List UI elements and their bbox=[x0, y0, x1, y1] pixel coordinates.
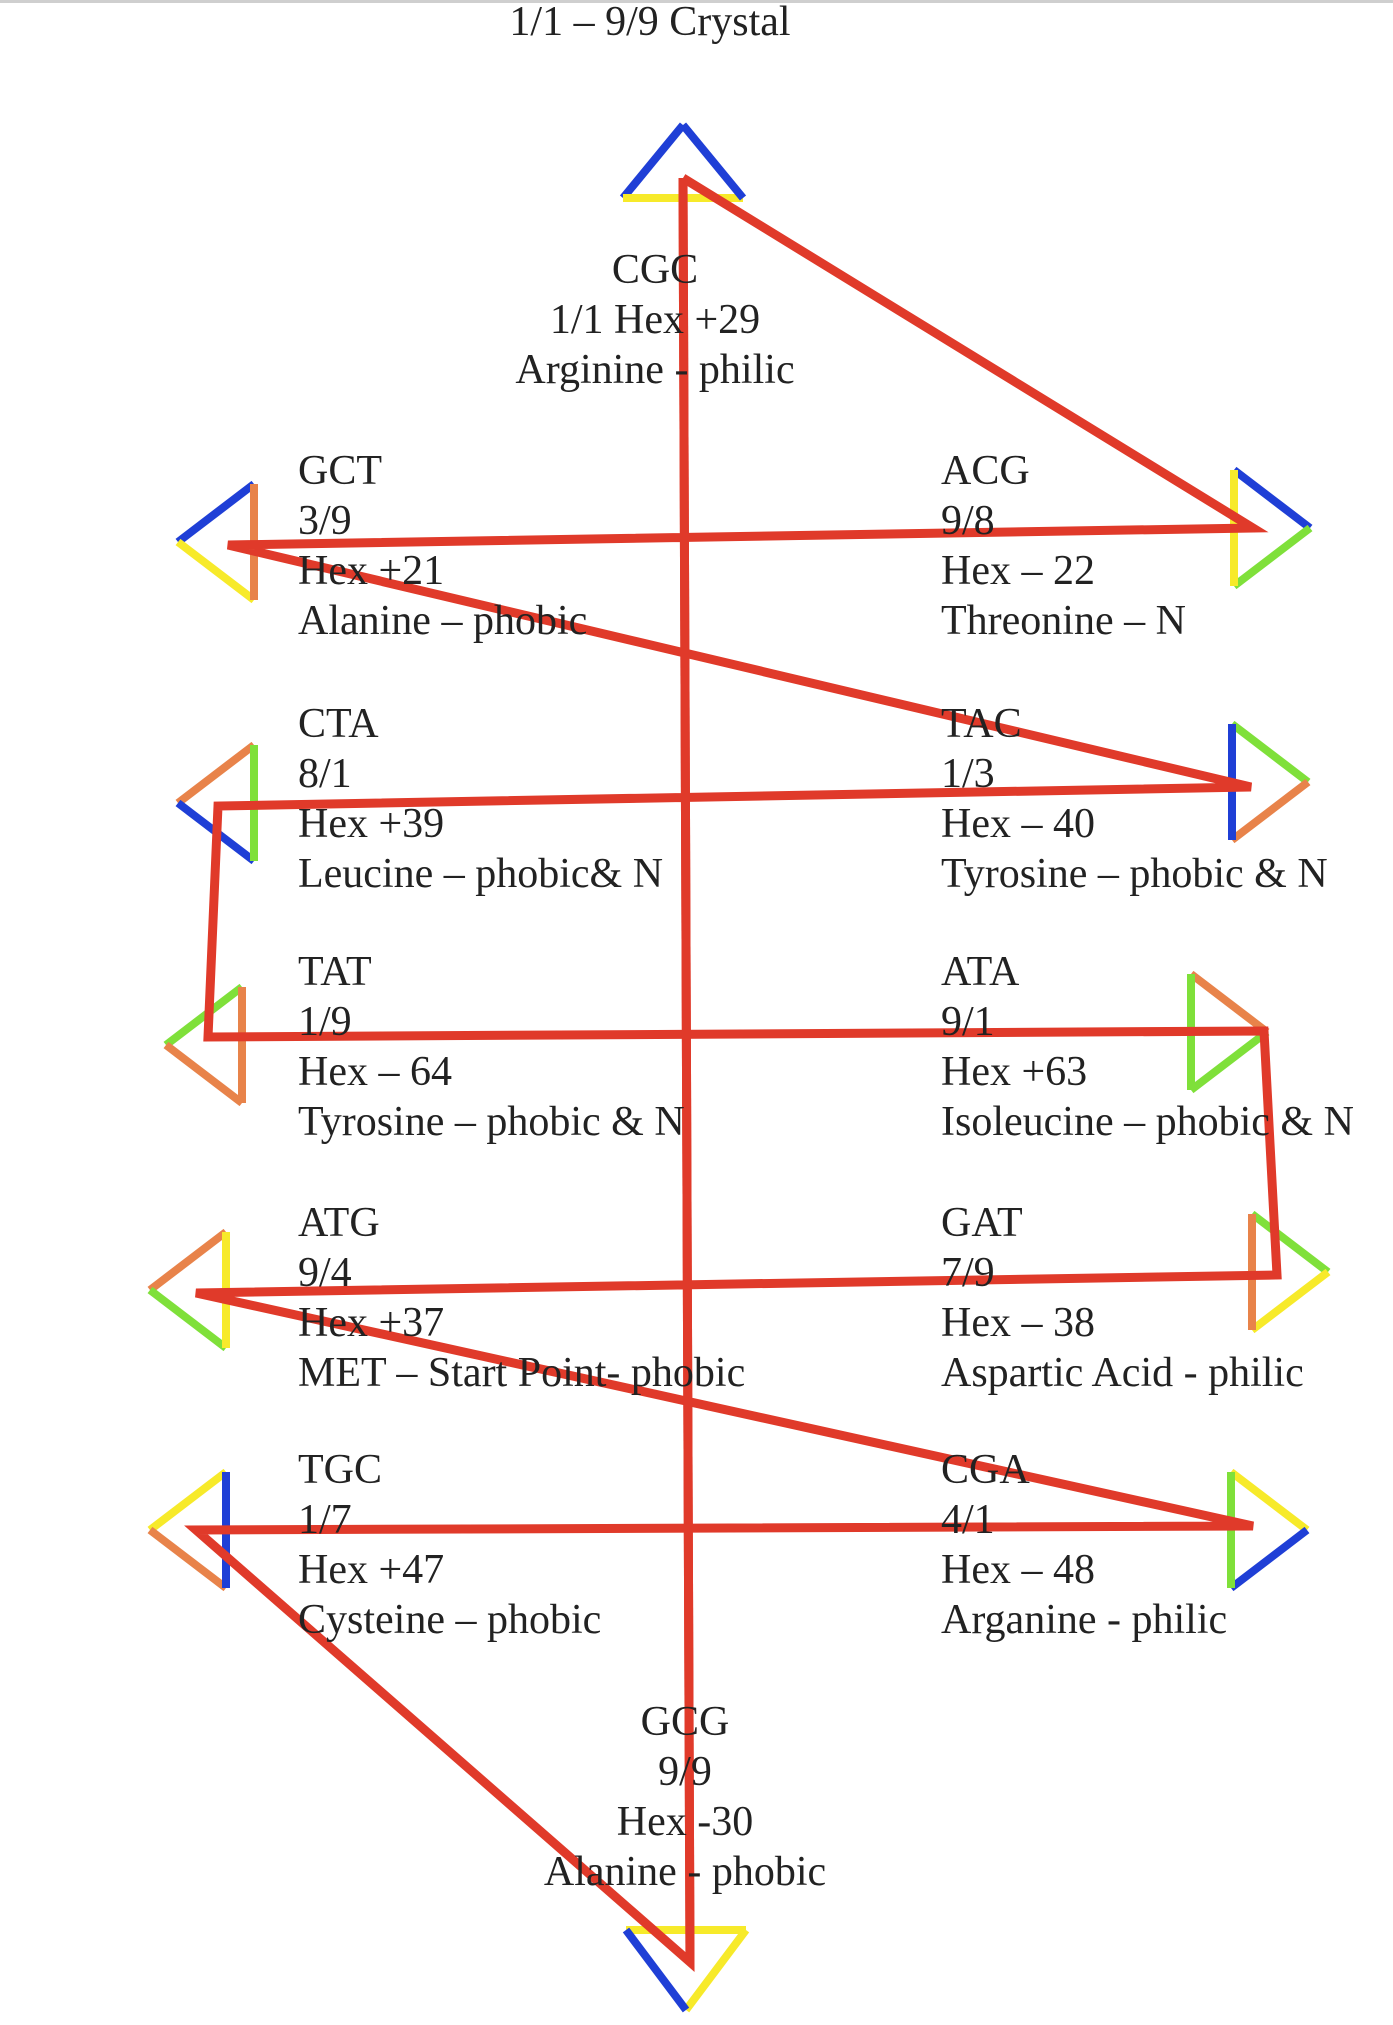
amino-text: Alanine - phobic bbox=[543, 1849, 827, 1895]
ratio-text: 9/8 bbox=[941, 498, 995, 544]
ratio-text: 1/1 bbox=[549, 297, 604, 343]
amino-text: Isoleucine – phobic & N bbox=[941, 1099, 1354, 1145]
amino-text: Arginine - philic bbox=[515, 347, 795, 393]
triangle-edge bbox=[679, 122, 747, 201]
triangle-edge bbox=[1228, 1468, 1310, 1534]
triangle-edge bbox=[1188, 1028, 1270, 1094]
hex-text: Hex – 64 bbox=[298, 1049, 452, 1095]
label-top: CGC 1/1 Hex +29 Arginine - philic bbox=[500, 245, 810, 395]
amino-text: Tyrosine – phobic & N bbox=[941, 851, 1328, 897]
amino-text: Aspartic Acid - philic bbox=[941, 1350, 1304, 1396]
top-border bbox=[0, 0, 1393, 3]
ratio-text: 1/9 bbox=[298, 999, 352, 1045]
label-left4: ATG 9/4 Hex +37 MET – Start Point- phobi… bbox=[298, 1198, 745, 1398]
triangle-edge bbox=[1231, 524, 1313, 590]
triangle-edge bbox=[147, 1468, 229, 1534]
triangle-edge bbox=[147, 1286, 229, 1352]
codon-text: CGA bbox=[941, 1447, 1030, 1493]
ratio-text: 9/1 bbox=[941, 999, 995, 1045]
label-right1: ACG 9/8 Hex – 22 Threonine – N bbox=[941, 446, 1186, 646]
label-right4: GAT 7/9 Hex – 38 Aspartic Acid - philic bbox=[941, 1198, 1304, 1398]
codon-text: CGC bbox=[611, 247, 699, 293]
triangle-left3 bbox=[163, 983, 246, 1107]
triangle-edge bbox=[1188, 970, 1270, 1036]
diagram-title: 1/1 – 9/9 Crystal bbox=[509, 0, 791, 45]
hex-text: Hex – 48 bbox=[941, 1547, 1095, 1593]
amino-text: Arganine - philic bbox=[941, 1597, 1228, 1643]
label-right3: ATA 9/1 Hex +63 Isoleucine – phobic & N bbox=[941, 947, 1354, 1147]
codon-text: TGC bbox=[298, 1447, 382, 1493]
red-zigzag-path bbox=[184, 174, 1282, 1972]
triangle-edge bbox=[1229, 778, 1311, 844]
amino-text: MET – Start Point- phobic bbox=[298, 1350, 746, 1396]
ratio-text: 1/7 bbox=[298, 1497, 352, 1543]
triangle-edge bbox=[1249, 1268, 1331, 1334]
amino-text: Alanine – phobic bbox=[298, 598, 588, 644]
codon-text: TAC bbox=[941, 701, 1022, 747]
codon-text: GCT bbox=[298, 448, 382, 494]
hex-text: Hex – 22 bbox=[941, 548, 1095, 594]
hex-text: Hex +37 bbox=[298, 1300, 445, 1346]
hex-text: Hex +29 bbox=[614, 297, 761, 343]
ratio-text: 4/1 bbox=[941, 1497, 995, 1543]
codon-text: CTA bbox=[298, 701, 379, 747]
triangle-edge bbox=[175, 741, 257, 807]
ratio-text: 3/9 bbox=[298, 498, 352, 544]
ratio-text: 9/9 bbox=[658, 1749, 712, 1795]
amino-text: Threonine – N bbox=[941, 598, 1186, 644]
triangle-edge bbox=[163, 983, 245, 1049]
triangle-edge bbox=[1228, 1526, 1310, 1592]
triangle-edge bbox=[175, 480, 257, 546]
triangle-edge bbox=[1249, 1210, 1331, 1276]
red-spine-line bbox=[678, 177, 695, 1963]
path-layer bbox=[184, 174, 1282, 1972]
label-left5: TGC 1/7 Hex +47 Cysteine – phobic bbox=[298, 1445, 601, 1645]
amino-text: Leucine – phobic& N bbox=[298, 851, 664, 897]
triangle-edge bbox=[175, 538, 257, 604]
amino-text: Tyrosine – phobic & N bbox=[298, 1099, 685, 1145]
ratio-text: 8/1 bbox=[298, 751, 352, 797]
hex-text: Hex -30 bbox=[616, 1799, 754, 1845]
triangle-edge bbox=[147, 1228, 229, 1294]
codon-text: TAT bbox=[298, 949, 372, 995]
codon-text: ATG bbox=[298, 1200, 380, 1246]
label-bottom: GCG 9/9 Hex -30 Alanine - phobic bbox=[530, 1697, 840, 1897]
label-right5: CGA 4/1 Hex – 48 Arganine - philic bbox=[941, 1445, 1227, 1645]
label-left1: GCT 3/9 Hex +21 Alanine – phobic bbox=[298, 446, 587, 646]
ratio-text: 7/9 bbox=[941, 1250, 995, 1296]
hex-text: Hex +39 bbox=[298, 801, 445, 847]
ratio-text: 9/4 bbox=[298, 1250, 352, 1296]
triangle-edge bbox=[163, 1041, 245, 1107]
amino-text: Cysteine – phobic bbox=[298, 1597, 602, 1643]
hex-text: Hex – 38 bbox=[941, 1300, 1095, 1346]
ratio-text: 1/3 bbox=[941, 751, 995, 797]
label-right2: TAC 1/3 Hex – 40 Tyrosine – phobic & N bbox=[941, 699, 1328, 899]
ratio-hex-text: 1/1 Hex +29 bbox=[500, 295, 810, 345]
codon-text: GAT bbox=[941, 1200, 1023, 1246]
hex-text: Hex – 40 bbox=[941, 801, 1095, 847]
hex-text: Hex +63 bbox=[941, 1049, 1088, 1095]
triangle-edge bbox=[1229, 720, 1311, 786]
codon-text: GCG bbox=[640, 1699, 730, 1745]
hex-text: Hex +47 bbox=[298, 1547, 445, 1593]
label-left2: CTA 8/1 Hex +39 Leucine – phobic& N bbox=[298, 699, 663, 899]
triangle-edge bbox=[147, 1526, 229, 1592]
codon-text: ATA bbox=[941, 949, 1020, 995]
triangle-edge bbox=[1231, 466, 1313, 532]
codon-text: ACG bbox=[941, 448, 1030, 494]
triangle-edge bbox=[682, 1927, 750, 2013]
triangle-edge bbox=[622, 1927, 690, 2013]
hex-text: Hex +21 bbox=[298, 548, 445, 594]
triangle-edge bbox=[619, 122, 687, 201]
label-left3: TAT 1/9 Hex – 64 Tyrosine – phobic & N bbox=[298, 947, 685, 1147]
